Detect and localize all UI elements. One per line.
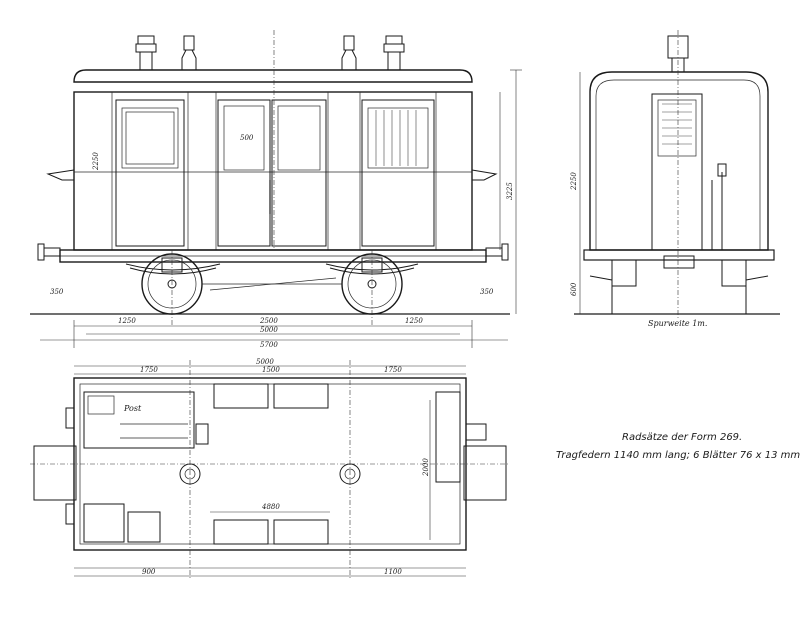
dim-body-length: 5000 xyxy=(260,326,278,334)
spring-left xyxy=(125,257,221,275)
roof-ventilator xyxy=(383,35,405,71)
dim-total-height: 3225 xyxy=(506,182,514,200)
end-dim-height: 2250 xyxy=(570,172,578,191)
dim-window-width: 500 xyxy=(240,134,254,142)
dim-buffer-left: 350 xyxy=(50,288,64,296)
plan-dim-width: 2000 xyxy=(422,458,430,477)
dim-body-height: 2250 xyxy=(92,152,100,171)
note-springs: Tragfedern 1140 mm lang; 6 Blätter 76 x … xyxy=(556,450,800,461)
plan-view: Post xyxy=(30,360,510,580)
plan-dim-seg2: 1500 xyxy=(262,366,280,374)
dim-left-overhang: 1250 xyxy=(118,317,136,325)
dim-overall-length: 5700 xyxy=(260,341,278,349)
plan-dim-seg1: 1750 xyxy=(140,366,158,374)
end-dim-floor: 600 xyxy=(570,282,578,296)
roof-lamp xyxy=(181,35,197,70)
plan-dimensions: 5000 1750 1500 1750 900 1100 4880 2000 xyxy=(74,358,466,577)
side-dimensions: 1250 2500 1250 5000 5700 350 350 3225 22… xyxy=(40,69,522,349)
plan-dim-inner: 4880 xyxy=(261,503,280,511)
dim-buffer-right: 350 xyxy=(480,288,494,296)
dim-wheelbase: 2500 xyxy=(259,317,278,325)
buffer-left xyxy=(37,243,61,261)
track-gauge-caption: Spurweite 1m. xyxy=(648,319,707,328)
roof-ventilator xyxy=(135,35,157,71)
roof-lamp xyxy=(341,35,357,70)
note-wheelsets: Radsätze der Form 269. xyxy=(622,432,742,443)
end-elevation: 2250 600 Spurweite 1m. xyxy=(570,30,780,328)
dim-right-overhang: 1250 xyxy=(405,317,423,325)
buffer-right xyxy=(485,243,509,261)
plan-dim-bottom2: 1100 xyxy=(384,568,402,576)
post-compartment-label: Post xyxy=(123,404,142,413)
plan-dim-total: 5000 xyxy=(256,358,274,366)
plan-dim-seg3: 1750 xyxy=(384,366,402,374)
drawing-notes: Radsätze der Form 269. Tragfedern 1140 m… xyxy=(556,432,800,461)
plan-dim-bottom1: 900 xyxy=(142,568,156,576)
side-elevation xyxy=(30,30,510,326)
